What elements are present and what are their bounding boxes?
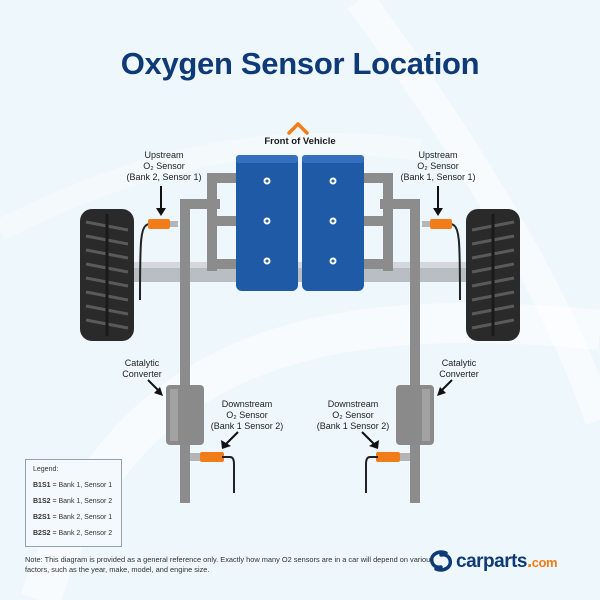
upstream-left-line1: Upstream (144, 150, 184, 160)
legend-text: = Bank 2, Sensor 1 (50, 514, 113, 521)
down-left-line2: O₂ Sensor (226, 410, 268, 420)
upstream-right-line2: O₂ Sensor (417, 161, 459, 171)
down-left-line3: (Bank 1 Sensor 2) (210, 421, 284, 431)
logo-dot: . (527, 551, 532, 572)
cat-right-line2: Converter (439, 369, 479, 379)
logo-suffix: com (531, 555, 558, 570)
disclaimer-note: Note: This diagram is provided as a gene… (25, 555, 434, 574)
downstream-sensor-left (190, 452, 235, 493)
upstream-right-label: Upstream O₂ Sensor (Bank 1, Sensor 1) (390, 150, 486, 183)
page-title: Oxygen Sensor Location (120, 46, 480, 81)
upstream-right-line3: (Bank 1, Sensor 1) (400, 172, 476, 182)
legend-code: B2S2 (33, 530, 51, 537)
legend-box: Legend: B1S1 = Bank 1, Sensor 1 B1S2 = B… (25, 459, 122, 547)
right-wheel (466, 209, 520, 341)
legend-item: B2S1 = Bank 2, Sensor 1 (33, 514, 112, 521)
down-right-line1: Downstream (327, 399, 379, 409)
downstream-left-label: Downstream O₂ Sensor (Bank 1 Sensor 2) (202, 399, 292, 432)
downstream-sensor-right (365, 452, 410, 493)
cat-right-line1: Catalytic (441, 358, 477, 368)
cat-left-line2: Converter (122, 369, 162, 379)
upstream-left-line3: (Bank 2, Sensor 1) (126, 172, 202, 182)
upstream-sensor-right (422, 219, 461, 301)
left-exhaust (166, 173, 237, 503)
front-arrow-icon (287, 122, 309, 135)
legend-code: B1S2 (33, 498, 51, 505)
legend-code: B2S1 (33, 514, 51, 521)
legend-text: = Bank 1, Sensor 1 (50, 482, 113, 489)
catalytic-left-label: Catalytic Converter (108, 358, 176, 380)
legend-code: B1S1 (33, 482, 51, 489)
upstream-sensor-left (139, 219, 178, 301)
logo-name: carparts (456, 551, 528, 572)
logo-icon (429, 550, 453, 572)
logo-wordmark: carparts.com (456, 551, 558, 573)
catalytic-right-label: Catalytic Converter (425, 358, 493, 380)
legend-text: = Bank 2, Sensor 2 (50, 530, 113, 537)
pointer-arrows (147, 186, 453, 449)
down-left-line1: Downstream (221, 399, 273, 409)
downstream-right-label: Downstream O₂ Sensor (Bank 1 Sensor 2) (308, 399, 398, 432)
upstream-left-line2: O₂ Sensor (143, 161, 185, 171)
legend-item: B1S2 = Bank 1, Sensor 2 (33, 498, 112, 505)
down-right-line2: O₂ Sensor (332, 410, 374, 420)
engine-block (236, 155, 364, 291)
legend-title: Legend: (33, 466, 59, 473)
upstream-left-label: Upstream O₂ Sensor (Bank 2, Sensor 1) (116, 150, 212, 183)
legend-text: = Bank 1, Sensor 2 (50, 498, 113, 505)
legend-item: B2S2 = Bank 2, Sensor 2 (33, 530, 112, 537)
left-wheel (80, 209, 134, 341)
legend-item: B1S1 = Bank 1, Sensor 1 (33, 482, 112, 489)
front-of-vehicle-label: Front of Vehicle (264, 136, 336, 147)
cat-left-line1: Catalytic (124, 358, 160, 368)
right-exhaust (363, 173, 434, 503)
down-right-line3: (Bank 1 Sensor 2) (316, 421, 390, 431)
upstream-right-line1: Upstream (418, 150, 458, 160)
